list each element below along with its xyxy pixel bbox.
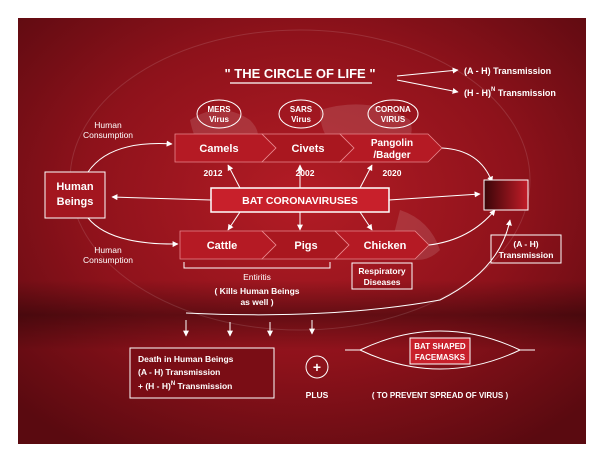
arrow-center-to-pangolin [359,164,373,189]
svg-text:BAT CORONAVIRUSES: BAT CORONAVIRUSES [242,195,358,207]
arrow-center-to-cattle [227,211,241,231]
svg-text:SARS: SARS [290,105,313,114]
virus-oval-sars: SARS Virus [278,99,324,129]
mask-label-2: FACEMASKS [415,353,466,362]
arrow-center-to-camels [227,164,241,189]
svg-text:Virus: Virus [209,115,229,124]
svg-text:Beings: Beings [57,196,94,208]
svg-text:+ (H - H)N Transmission: + (H - H)N Transmission [138,381,232,391]
label-pangolin-1: Pangolin [371,138,413,149]
respiratory-box: Respiratory Diseases [351,262,413,290]
bottom-animal-chain: Cattle Pigs Chicken [179,230,430,260]
transmission-indicator-box [483,179,529,211]
label-pangolin-2: /Badger [373,150,410,161]
enteritis-bracket [183,262,331,269]
label-pigs: Pigs [294,240,317,252]
enteritis-note-2: as well ) [240,297,273,307]
arrow-center-to-chicken [359,211,373,231]
svg-text:CORONA: CORONA [375,105,411,114]
svg-text:Respiratory: Respiratory [358,266,406,276]
label-camels: Camels [199,143,238,155]
label-cattle: Cattle [207,240,238,252]
svg-text:VIRUS: VIRUS [381,115,406,124]
label-chicken: Chicken [364,240,407,252]
bat-facemask-shape: BAT SHAPED FACEMASKS [345,330,535,370]
virus-oval-mers: MERS Virus [196,99,242,129]
legend-ah-label: (A - H) Transmission [464,66,551,76]
consumption-bottom-2: Consumption [83,255,133,265]
year-2002: 2002 [296,168,315,178]
ah-transmission-box: (A - H) Transmission [490,234,562,264]
chevron-chicken [334,230,430,260]
arrow-center-to-dark-box [388,191,481,201]
human-beings-box: Human Beings [44,171,106,219]
arrow-to-camels [87,140,173,173]
year-2020: 2020 [383,168,402,178]
label-civets: Civets [291,143,324,155]
legend-hh-label: (H - H)N Transmission [464,87,556,98]
plus-label: PLUS [306,390,329,400]
legend-arrow-ah [396,67,459,77]
svg-text:Diseases: Diseases [364,277,401,287]
arrow-to-cattle [87,217,179,248]
svg-text:(A - H): (A - H) [513,239,538,249]
mask-label-1: BAT SHAPED [414,342,466,351]
arrow-chicken-to-dark-box [428,209,496,246]
legend-arrow-hh [396,79,459,94]
enteritis-title: Entiritis [243,272,271,282]
svg-text:Virus: Virus [291,115,311,124]
top-animal-chain: Camels Civets Pangolin /Badger [174,133,443,163]
prevent-spread-note: ( TO PREVENT SPREAD OF VIRUS ) [372,391,509,400]
svg-text:Death in Human Beings: Death in Human Beings [138,354,234,364]
svg-text:Human: Human [56,181,94,193]
svg-text:Transmission: Transmission [499,250,554,260]
background-dark-band [18,280,586,350]
consumption-top-1: Human [94,120,122,130]
consumption-top-2: Consumption [83,130,133,140]
diagram-title: " THE CIRCLE OF LIFE " [225,66,376,81]
svg-text:+: + [313,359,321,375]
virus-oval-corona: CORONA VIRUS [367,99,419,129]
year-2012: 2012 [204,168,223,178]
death-box: Death in Human Beings (A - H) Transmissi… [129,347,275,399]
arrow-pangolin-to-dark-box [441,147,493,183]
plus-symbol: + [305,355,329,379]
feedback-loop-line [185,219,512,316]
svg-text:MERS: MERS [207,105,231,114]
svg-text:(A - H) Transmission: (A - H) Transmission [138,367,220,377]
chevron-pangolin [339,133,443,163]
consumption-bottom-1: Human [94,245,122,255]
enteritis-note-1: ( Kills Human Beings [214,286,299,296]
bat-coronaviruses-box: BAT CORONAVIRUSES [210,187,390,213]
arrow-center-to-human [111,194,212,201]
